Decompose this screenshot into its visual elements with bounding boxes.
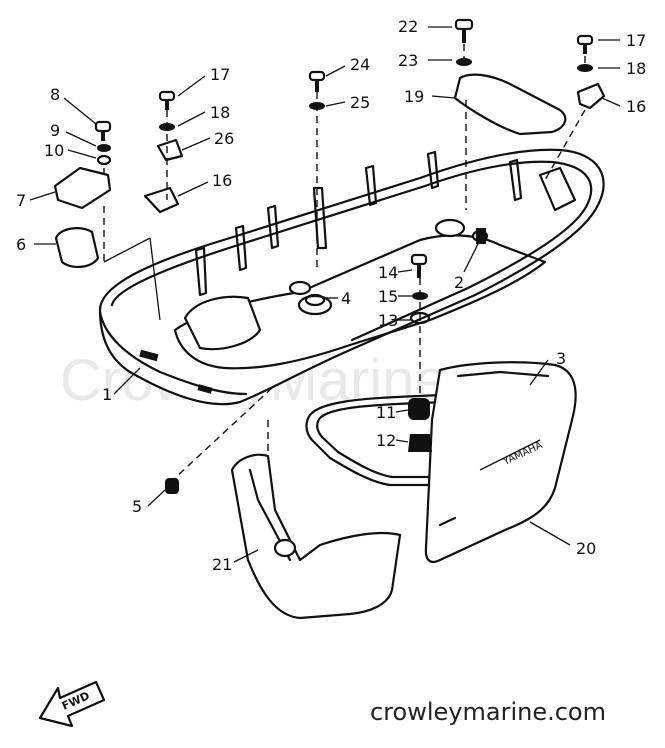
callout-14: 14 [378,263,398,282]
callout-layer: 1 2 3 4 5 6 7 8 9 10 11 12 13 14 15 16 1… [16,17,646,574]
callout-21: 21 [212,555,232,574]
callout-16-right: 16 [626,97,646,116]
callout-15: 15 [378,287,398,306]
site-footer: crowleymarine.com [370,698,606,726]
callout-20: 20 [576,539,596,558]
side-panel-20: YAMAHA [424,361,577,564]
callout-5: 5 [132,497,142,516]
callout-26: 26 [214,129,234,148]
fwd-arrow: FWD [38,680,106,728]
callout-25: 25 [350,93,370,112]
callout-2: 2 [454,273,464,292]
callout-18-left: 18 [210,103,230,122]
callout-10: 10 [44,141,64,160]
callout-23: 23 [398,51,418,70]
callout-8: 8 [50,85,60,104]
callout-9: 9 [50,121,60,140]
callout-11: 11 [376,403,396,422]
callout-19: 19 [404,87,424,106]
callout-4: 4 [341,289,351,308]
callout-22: 22 [398,17,418,36]
callout-17-left: 17 [210,65,230,84]
leader-lines [29,26,621,563]
callout-13: 13 [378,311,398,330]
callout-3: 3 [556,349,566,368]
callout-6: 6 [16,235,26,254]
side-panel-21 [230,453,402,620]
callout-17-right: 17 [626,31,646,50]
callout-18-right: 18 [626,59,646,78]
callout-24: 24 [350,55,370,74]
callout-12: 12 [376,431,396,450]
callout-1: 1 [102,385,112,404]
callout-7: 7 [16,191,26,210]
callout-16-left: 16 [212,171,232,190]
